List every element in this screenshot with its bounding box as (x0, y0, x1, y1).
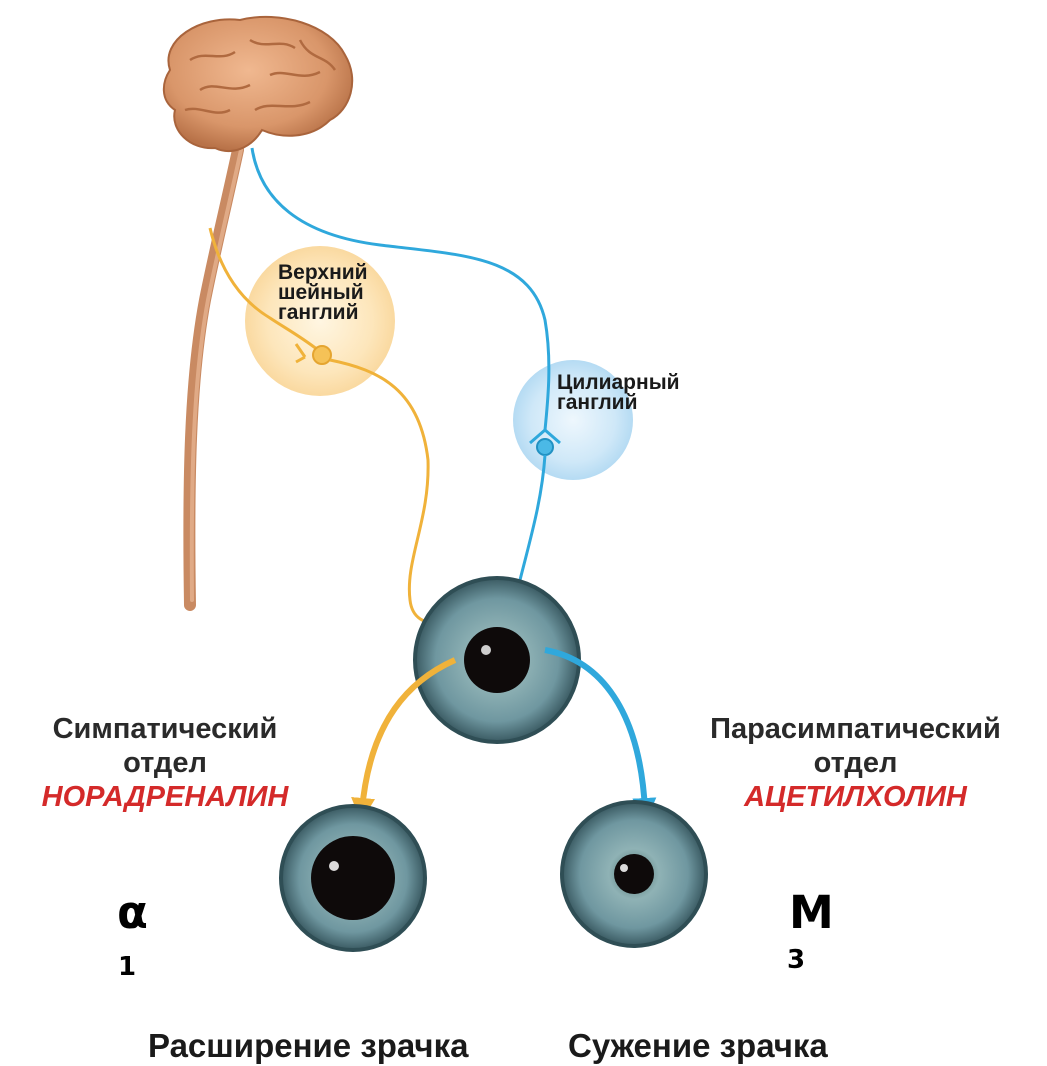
brain-icon (164, 17, 352, 151)
superior-cervical-ganglion-label: Верхний шейный ганглий (278, 263, 368, 323)
muscarinic-receptor-subscript: 3 (787, 947, 805, 973)
central-eye-icon (415, 578, 579, 742)
alpha-receptor-symbol: α (117, 890, 148, 935)
muscarinic-receptor-symbol: М (789, 890, 834, 935)
superior-cervical-ganglion-line2: шейный (278, 283, 368, 303)
superior-cervical-ganglion-line3: ганглий (278, 303, 368, 323)
constricted-pupil-eye-icon (562, 802, 706, 946)
superior-cervical-ganglion-line1: Верхний (278, 263, 368, 283)
ciliary-ganglion-label: Цилиарный ганглий (557, 373, 680, 413)
parasympathetic-division-label: Парасимпатический отдел АЦЕТИЛХОЛИН (668, 712, 1043, 814)
sympathetic-postganglionic-fiber (330, 360, 440, 623)
pupil-dilation-caption: Расширение зрачка (148, 1028, 468, 1064)
sympathetic-division-line1: Симпатический (10, 712, 320, 746)
pupil-constriction-caption: Сужение зрачка (568, 1028, 828, 1064)
parasympathetic-ganglion-neuron (537, 439, 553, 455)
ciliary-ganglion-line2: ганглий (557, 393, 680, 413)
sympathetic-ganglion-neuron (313, 346, 331, 364)
parasympathetic-division-line1: Парасимпатический (668, 712, 1043, 746)
ciliary-ganglion-line1: Цилиарный (557, 373, 680, 393)
alpha-receptor-subscript: 1 (118, 954, 136, 980)
dilated-pupil-eye-icon (281, 806, 425, 950)
sympathetic-transmitter: НОРАДРЕНАЛИН (10, 780, 320, 814)
parasympathetic-transmitter: АЦЕТИЛХОЛИН (668, 780, 1043, 814)
sympathetic-division-line2: отдел (10, 746, 320, 780)
parasympathetic-division-line2: отдел (668, 746, 1043, 780)
sympathetic-division-label: Симпатический отдел НОРАДРЕНАЛИН (10, 712, 320, 814)
spinal-cord-shade (192, 150, 241, 600)
